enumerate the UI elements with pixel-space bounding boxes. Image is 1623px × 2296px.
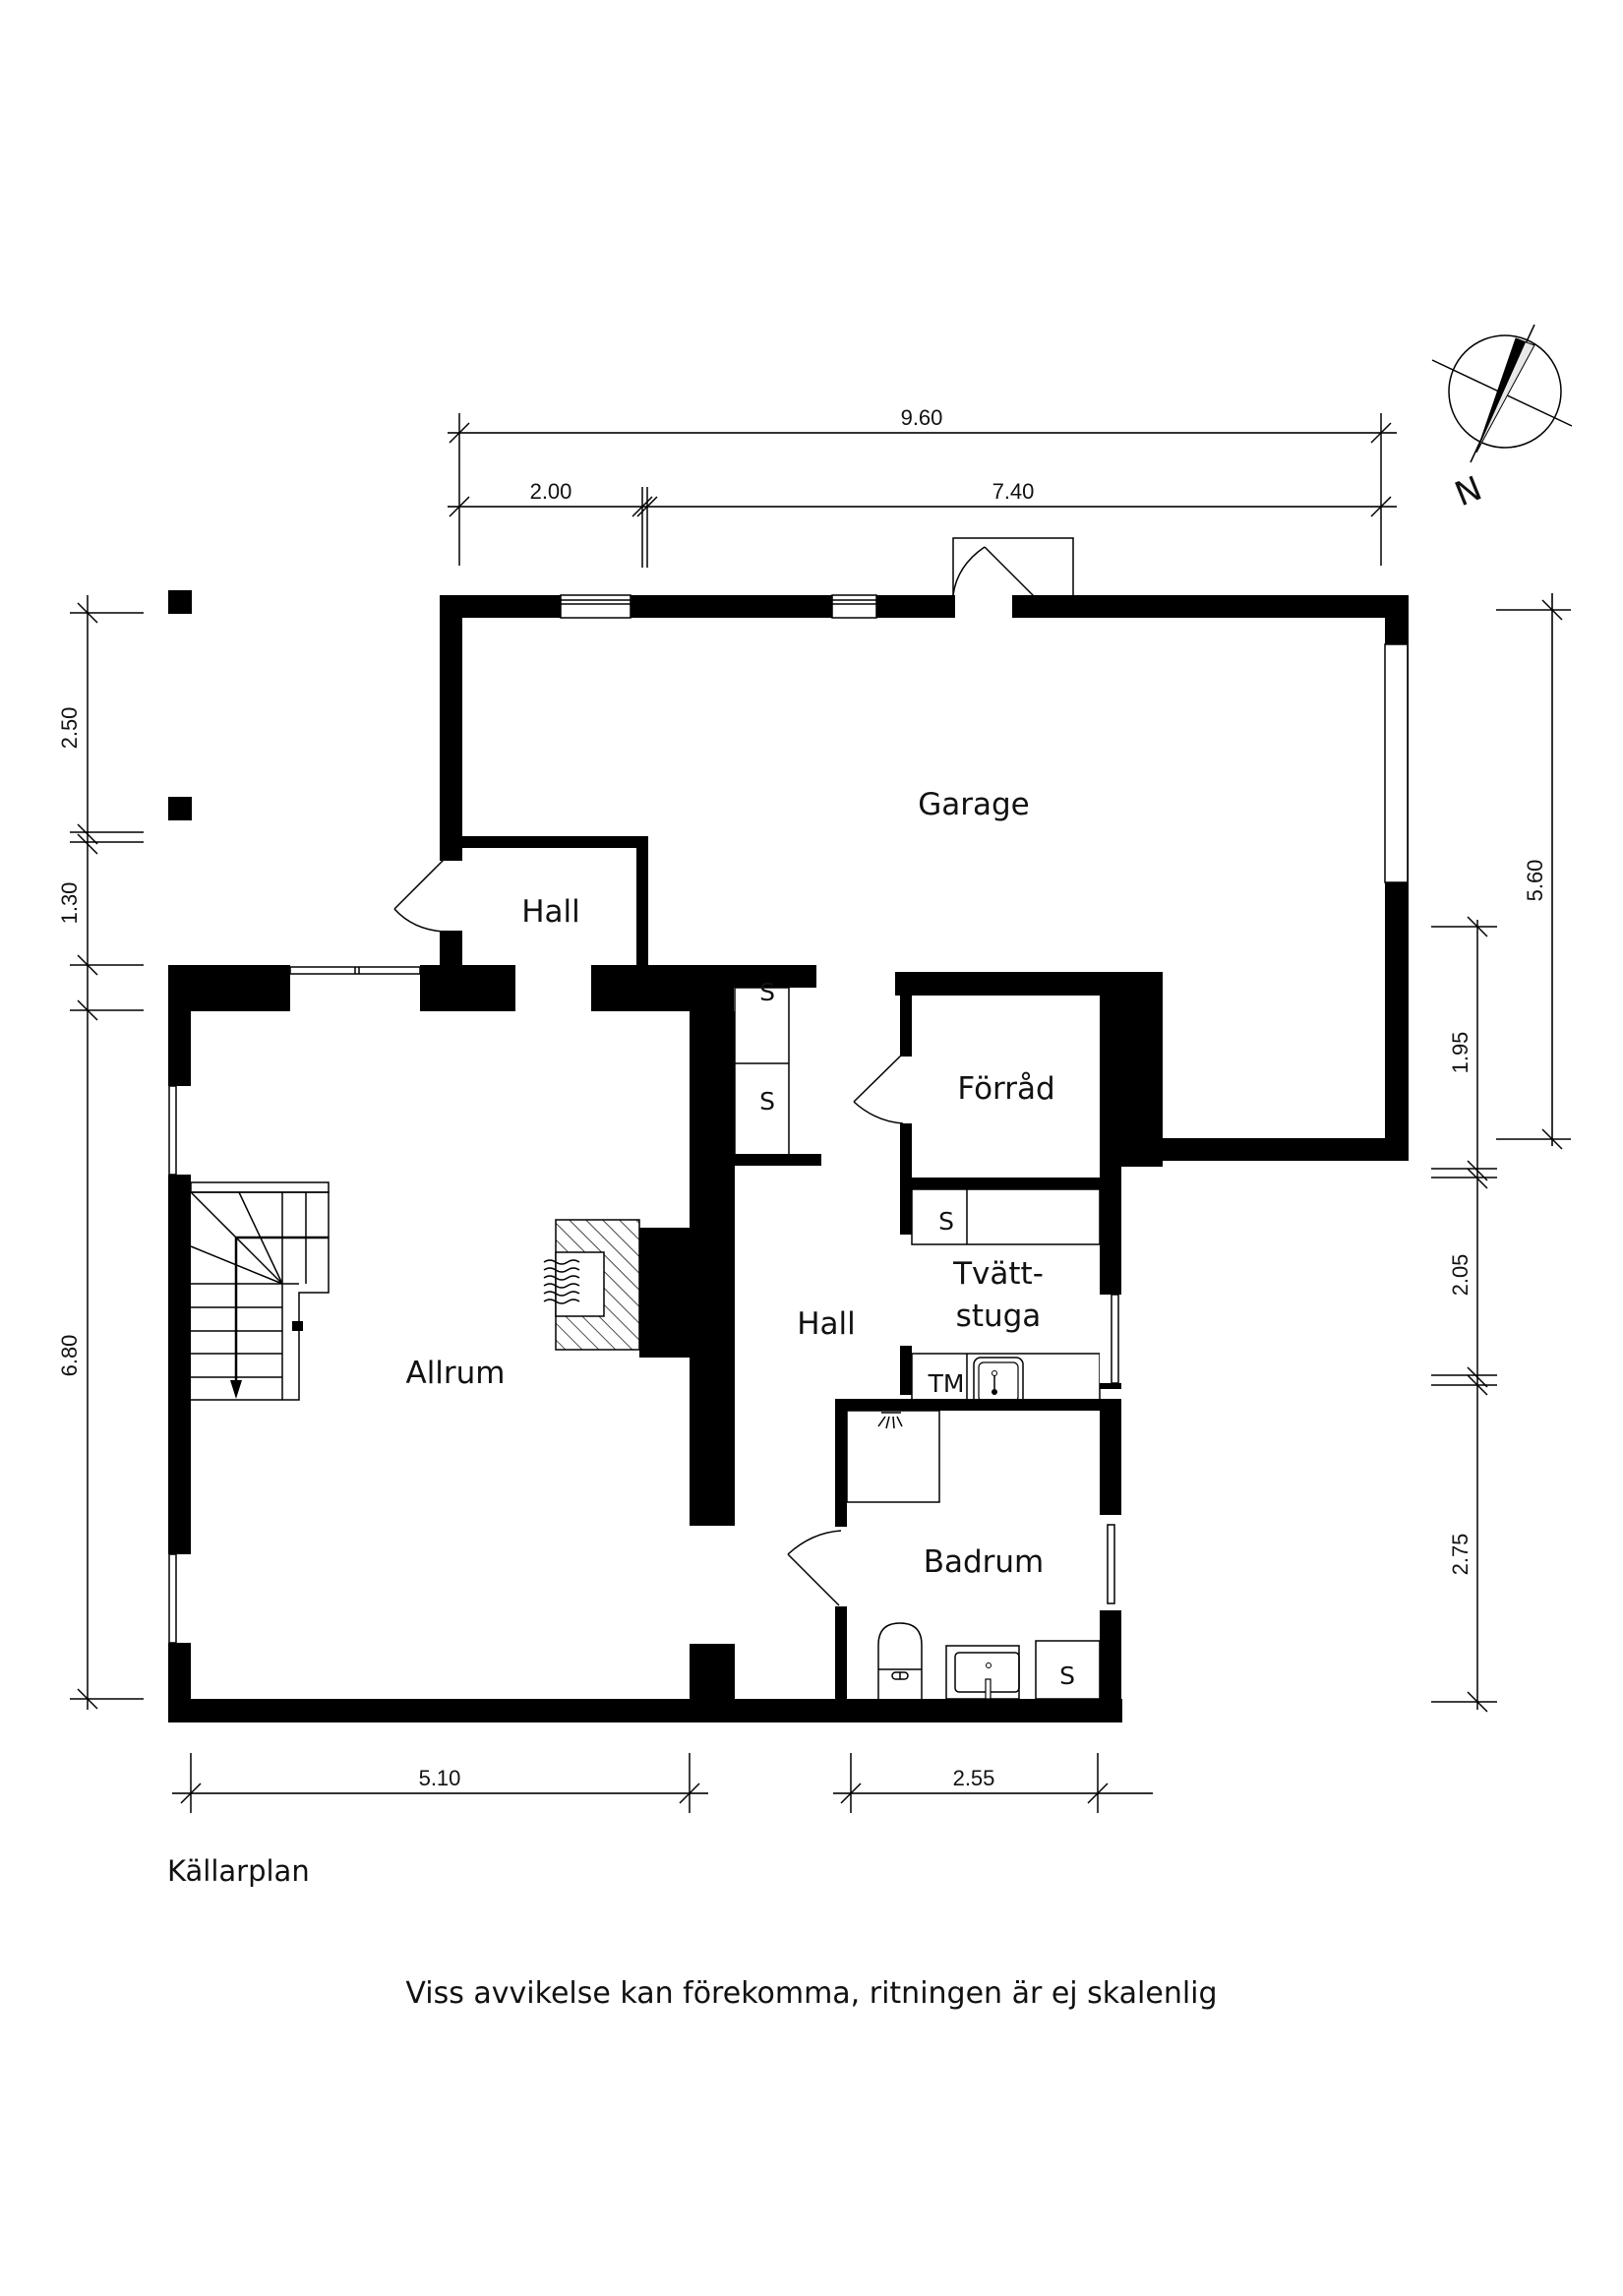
garage-door[interactable]	[952, 537, 1074, 618]
room-label-hall-upper: Hall	[521, 894, 580, 930]
hall-storage	[690, 987, 821, 1233]
svg-text:7.40: 7.40	[992, 479, 1035, 504]
svg-text:2.50: 2.50	[57, 707, 82, 750]
svg-text:6.80: 6.80	[57, 1335, 82, 1377]
svg-text:9.60: 9.60	[901, 405, 943, 430]
dimension-top-left: 2.00 7.40	[448, 479, 1397, 568]
north-arrow-icon: N	[1431, 324, 1573, 515]
svg-text:2.05: 2.05	[1448, 1254, 1473, 1297]
badrum-walls	[835, 1399, 1121, 1701]
window	[560, 594, 631, 619]
shower-head-icon	[877, 1412, 903, 1429]
svg-text:2.75: 2.75	[1448, 1534, 1473, 1576]
storage-label: S	[1059, 1662, 1075, 1690]
dimension-top-total: 9.60	[448, 405, 1397, 566]
shower	[846, 1410, 940, 1503]
forrad-door[interactable]	[853, 1050, 907, 1124]
upper-hall-walls	[440, 836, 648, 974]
svg-text:5.10: 5.10	[419, 1766, 461, 1790]
badrum-door[interactable]	[787, 1530, 842, 1606]
svg-text:2.00: 2.00	[530, 479, 572, 504]
svg-text:2.55: 2.55	[953, 1766, 995, 1790]
tvattstuga	[900, 1188, 1121, 1409]
forrad-walls	[895, 972, 1163, 1389]
dimension-bottom: 5.10 2.55	[172, 1753, 1153, 1813]
disclaimer-text: Viss avvikelse kan förekomma, ritningen …	[405, 1976, 1218, 2011]
room-label-badrum: Badrum	[924, 1544, 1045, 1580]
storage-label: S	[938, 1207, 954, 1236]
arrow-down-icon	[230, 1380, 242, 1399]
staircase	[190, 1181, 330, 1401]
svg-text:1.30: 1.30	[57, 882, 82, 925]
garage-walls	[440, 595, 1409, 1167]
fireplace-icon	[543, 1219, 640, 1351]
window	[1107, 1524, 1115, 1604]
compass-label: N	[1450, 469, 1488, 515]
storage-label: S	[759, 1087, 775, 1116]
room-label-forrad: Förråd	[957, 1071, 1054, 1107]
column-post	[168, 797, 192, 820]
cabinet	[1035, 1640, 1101, 1700]
window	[831, 594, 877, 619]
storage-label: S	[759, 978, 775, 1006]
room-label-allrum: Allrum	[405, 1356, 505, 1391]
washing-machine-label: TM	[928, 1369, 965, 1398]
window	[1384, 643, 1409, 883]
washbasin-icon	[945, 1645, 1020, 1700]
room-label-garage: Garage	[918, 787, 1030, 822]
window	[1111, 1294, 1119, 1384]
toilet-icon	[877, 1622, 923, 1699]
svg-text:5.60: 5.60	[1523, 860, 1547, 902]
room-label-tvattstuga-2: stuga	[956, 1299, 1042, 1334]
dimension-right: 5.60 1.95 2.05 2.75	[1431, 593, 1571, 1713]
upper-hall-door[interactable]	[393, 857, 447, 933]
svg-text:1.95: 1.95	[1448, 1032, 1473, 1074]
dimension-left: 2.50 1.30 6.80	[57, 595, 144, 1710]
plan-title: Källarplan	[167, 1854, 310, 1888]
column-post	[168, 590, 192, 614]
room-label-tvattstuga-1: Tvätt-	[952, 1256, 1044, 1292]
room-label-hall-center: Hall	[797, 1306, 856, 1342]
